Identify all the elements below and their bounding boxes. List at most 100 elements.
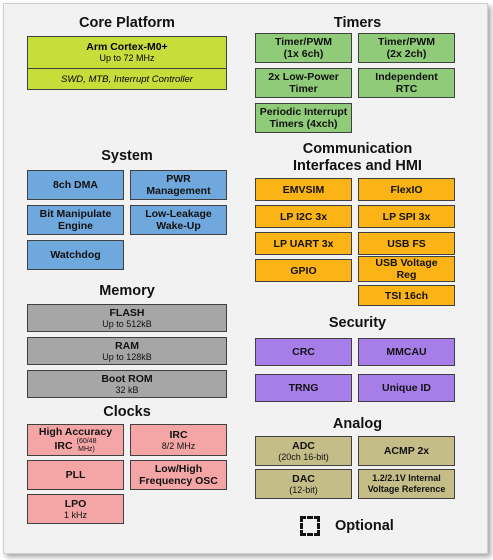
block-label: Voltage Reference bbox=[367, 484, 446, 494]
watchdog-block: Watchdog bbox=[27, 240, 124, 270]
usb-fs-block: USB FS bbox=[358, 232, 455, 255]
flexio-block: FlexIO bbox=[358, 178, 455, 201]
block-label: Periodic Interrupt bbox=[259, 106, 348, 118]
pwr-management-block: PWR Management bbox=[130, 170, 227, 200]
high-accuracy-irc-block: High Accuracy IRC (60/48 MHz) bbox=[27, 424, 124, 456]
block-label: Unique ID bbox=[382, 382, 431, 394]
boot-rom-block: Boot ROM 32 kB bbox=[27, 370, 227, 398]
block-label: LPO bbox=[64, 497, 87, 510]
block-label: Timer/PWM bbox=[275, 36, 332, 48]
block-label: Engine bbox=[57, 220, 93, 232]
block-label: 8ch DMA bbox=[53, 179, 98, 191]
block-label: (1x 6ch) bbox=[283, 48, 324, 60]
unique-id-block: Unique ID bbox=[358, 374, 455, 402]
block-label: TSI 16ch bbox=[384, 289, 429, 302]
core-divider bbox=[27, 68, 227, 69]
low-leakage-wakeup-block: Low-Leakage Wake-Up bbox=[130, 205, 227, 235]
frequency-osc-block: Low/High Frequency OSC bbox=[130, 460, 227, 490]
section-title-system: System bbox=[101, 148, 153, 164]
block-label: FLASH bbox=[109, 306, 145, 319]
block-label: Frequency OSC bbox=[139, 475, 218, 487]
block-label: USB Voltage bbox=[375, 257, 438, 269]
lp-spi-block: LP SPI 3x bbox=[358, 205, 455, 228]
block-label: PWR bbox=[166, 173, 191, 185]
block-label: CRC bbox=[292, 346, 315, 358]
block-label: Management bbox=[146, 185, 211, 197]
block-label: LP SPI 3x bbox=[382, 210, 431, 223]
block-label: (2x 2ch) bbox=[386, 48, 427, 60]
periodic-interrupt-timers-block: Periodic Interrupt Timers (4xch) bbox=[255, 103, 352, 133]
block-label: Timer/PWM bbox=[378, 36, 435, 48]
block-label: RTC bbox=[395, 83, 418, 95]
block-label: Reg bbox=[396, 269, 417, 281]
block-detail: 32 kB bbox=[115, 384, 139, 395]
block-label: ACMP 2x bbox=[383, 445, 430, 457]
block-label: EMVSIM bbox=[282, 183, 325, 196]
block-label: FlexIO bbox=[390, 183, 423, 196]
tsi-block: TSI 16ch bbox=[358, 285, 455, 306]
crc-block: CRC bbox=[255, 338, 352, 366]
section-title-analog: Analog bbox=[332, 416, 383, 432]
block-label: 2x Low-Power bbox=[268, 71, 339, 83]
block-label: IRC bbox=[169, 428, 188, 441]
block-detail: (60/48 bbox=[76, 438, 97, 445]
section-title-comm-line1: Communication bbox=[302, 141, 413, 157]
section-title-comm-line2: Interfaces and HMI bbox=[293, 158, 422, 174]
voltage-reference-block: 1.2/2.1V Internal Voltage Reference bbox=[358, 469, 455, 499]
block-label: GPIO bbox=[290, 264, 317, 277]
block-detail: (12-bit) bbox=[289, 484, 318, 495]
block-label: Wake-Up bbox=[156, 220, 201, 232]
block-label: Low-Leakage bbox=[145, 208, 212, 220]
section-title-memory: Memory bbox=[99, 283, 155, 299]
block-label: MMCAU bbox=[386, 346, 427, 358]
core-cpu: Arm Cortex-M0+ Up to 72 MHz bbox=[27, 36, 227, 68]
block-label: ADC bbox=[292, 439, 315, 452]
block-label: RAM bbox=[115, 339, 139, 352]
block-detail: 1 kHz bbox=[63, 509, 87, 520]
core-speed: Up to 72 MHz bbox=[99, 52, 155, 63]
block-label: Timers (4xch) bbox=[269, 118, 338, 130]
block-label: Independent bbox=[375, 71, 438, 83]
mmcau-block: MMCAU bbox=[358, 338, 455, 366]
block-label: High Accuracy bbox=[38, 426, 113, 438]
block-detail: Up to 512kB bbox=[102, 318, 152, 329]
low-power-timer-block: 2x Low-Power Timer bbox=[255, 68, 352, 98]
emvsim-block: EMVSIM bbox=[255, 178, 352, 201]
lp-i2c-block: LP I2C 3x bbox=[255, 205, 352, 228]
optional-legend-label: Optional bbox=[335, 518, 394, 534]
block-label: LP UART 3x bbox=[273, 237, 334, 250]
block-label: LP I2C 3x bbox=[279, 210, 328, 223]
block-label: Watchdog bbox=[50, 249, 101, 261]
section-title-clocks: Clocks bbox=[103, 404, 151, 420]
timer-pwm-2ch-block: Timer/PWM (2x 2ch) bbox=[358, 33, 455, 63]
lp-uart-block: LP UART 3x bbox=[255, 232, 352, 255]
block-detail: Up to 128kB bbox=[102, 351, 152, 362]
block-label: TRNG bbox=[288, 382, 319, 394]
block-label: Bit Manipulate bbox=[39, 208, 112, 220]
block-label: Timer bbox=[289, 83, 318, 95]
acmp-block: ACMP 2x bbox=[358, 436, 455, 466]
block-label: DAC bbox=[292, 472, 315, 485]
block-detail: 8/2 MHz bbox=[161, 440, 196, 451]
block-label: Low/High bbox=[154, 463, 203, 475]
bit-manipulate-engine-block: Bit Manipulate Engine bbox=[27, 205, 124, 235]
adc-block: ADC (20ch 16-bit) bbox=[255, 436, 352, 466]
dac-block: DAC (12-bit) bbox=[255, 469, 352, 499]
ram-block: RAM Up to 128kB bbox=[27, 337, 227, 365]
block-label: USB FS bbox=[387, 237, 426, 250]
flash-block: FLASH Up to 512kB bbox=[27, 304, 227, 332]
core-features: SWD, MTB, Interrupt Controller bbox=[61, 73, 193, 85]
core-platform-block bbox=[27, 36, 227, 90]
dma-block: 8ch DMA bbox=[27, 170, 124, 200]
section-title-security: Security bbox=[328, 315, 387, 331]
block-label: PLL bbox=[65, 469, 86, 481]
lpo-block: LPO 1 kHz bbox=[27, 494, 124, 524]
pll-block: PLL bbox=[27, 460, 124, 490]
block-detail: MHz) bbox=[78, 446, 95, 453]
optional-legend-icon bbox=[300, 516, 320, 536]
section-title-core-platform: Core Platform bbox=[79, 15, 175, 31]
timer-pwm-6ch-block: Timer/PWM (1x 6ch) bbox=[255, 33, 352, 63]
block-label: IRC bbox=[54, 440, 73, 452]
core-name: Arm Cortex-M0+ bbox=[86, 40, 168, 53]
trng-block: TRNG bbox=[255, 374, 352, 402]
